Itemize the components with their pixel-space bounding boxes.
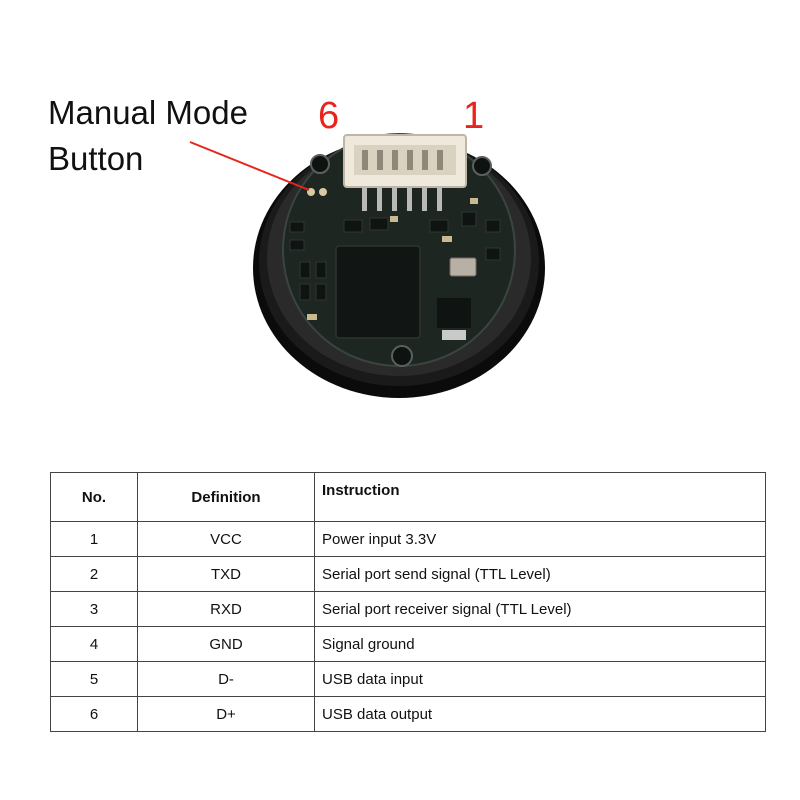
main-chip: [336, 246, 420, 338]
callout-pointer-line: [189, 141, 310, 191]
cell-instruction: Signal ground: [314, 626, 766, 662]
pin-label-left: 6: [318, 95, 340, 137]
cell-definition: D+: [137, 696, 315, 732]
cell-no: 3: [50, 591, 138, 627]
cell-definition: RXD: [137, 591, 315, 627]
table-row: 6 D+ USB data output: [50, 696, 766, 732]
cell-no: 5: [50, 661, 138, 697]
cell-no: 4: [50, 626, 138, 662]
cell-instruction: Serial port receiver signal (TTL Level): [314, 591, 766, 627]
cell-instruction: Serial port send signal (TTL Level): [314, 556, 766, 592]
regulator: [437, 298, 471, 328]
header-instruction: Instruction: [314, 472, 766, 522]
cell-definition: VCC: [137, 521, 315, 557]
table-row: 2 TXD Serial port send signal (TTL Level…: [50, 556, 766, 592]
module-board-illustration: [189, 133, 545, 398]
mount-hole: [391, 345, 413, 367]
cell-instruction: USB data input: [314, 661, 766, 697]
cell-definition: TXD: [137, 556, 315, 592]
table-row: 5 D- USB data input: [50, 661, 766, 697]
table-row: 1 VCC Power input 3.3V: [50, 521, 766, 557]
mount-hole: [472, 156, 492, 176]
cell-definition: D-: [137, 661, 315, 697]
cell-no: 1: [50, 521, 138, 557]
table-row: 4 GND Signal ground: [50, 626, 766, 662]
crystal: [449, 257, 477, 277]
mount-hole: [310, 154, 330, 174]
cell-no: 6: [50, 696, 138, 732]
cell-definition: GND: [137, 626, 315, 662]
table-row: 3 RXD Serial port receiver signal (TTL L…: [50, 591, 766, 627]
cell-instruction: USB data output: [314, 696, 766, 732]
header-no: No.: [50, 472, 138, 522]
cell-no: 2: [50, 556, 138, 592]
cell-instruction: Power input 3.3V: [314, 521, 766, 557]
manual-mode-button-callout: Manual Mode Button: [48, 90, 248, 182]
pin-definition-table: No. Definition Instruction 1 VCC Power i…: [50, 472, 766, 732]
table-header-row: No. Definition Instruction: [50, 472, 766, 522]
pin-label-right: 1: [463, 95, 485, 137]
callout-line-2: Button: [48, 140, 144, 177]
callout-line-1: Manual Mode: [48, 94, 248, 131]
header-definition: Definition: [137, 472, 315, 522]
